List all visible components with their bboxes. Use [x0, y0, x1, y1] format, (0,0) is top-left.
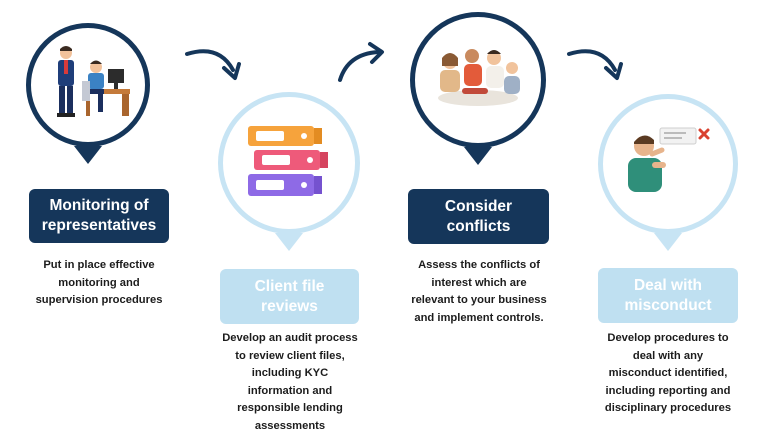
step-4-pin	[598, 94, 738, 260]
step-1-desc-line: monitoring and	[19, 275, 179, 293]
team-discussion-icon	[432, 46, 524, 114]
step-4-desc-line: disciplinary procedures	[584, 400, 752, 418]
step-2-desc-line: including KYC	[206, 365, 374, 383]
step-2-desc-line: Develop an audit process	[206, 330, 374, 348]
folders-icon	[244, 122, 336, 202]
step-3-desc-line: interest which are	[393, 275, 565, 293]
step-1-pin	[26, 23, 150, 173]
step-2-desc-line: to review client files,	[206, 348, 374, 366]
step-1-desc-line: supervision procedures	[19, 292, 179, 310]
office-people-icon	[44, 41, 134, 123]
step-4-desc-line: deal with any	[584, 348, 752, 366]
step-2-title-line1: Client file	[255, 277, 325, 297]
step-4-desc-line: misconduct identified,	[584, 365, 752, 383]
step-4-description: Develop procedures to deal with any misc…	[584, 330, 752, 418]
step-1-description: Put in place effective monitoring and su…	[19, 257, 179, 310]
step-1-desc-line: Put in place effective	[19, 257, 179, 275]
step-3-desc-line: and implement controls.	[393, 310, 565, 328]
step-4-title-line1: Deal with	[625, 276, 712, 296]
step-2-desc-line: information and	[206, 383, 374, 401]
step-4-desc-line: Develop procedures to	[584, 330, 752, 348]
step-3-title-line2: conflicts	[445, 217, 512, 237]
step-3-pin	[410, 12, 546, 176]
step-2-desc-line: responsible lending	[206, 400, 374, 418]
flow-arrow-icon	[334, 40, 392, 84]
step-4-desc-line: including reporting and	[584, 383, 752, 401]
step-1-title-line2: representatives	[42, 216, 157, 236]
step-3-description: Assess the conflicts of interest which a…	[393, 257, 565, 327]
flow-arrow-icon	[183, 44, 245, 84]
step-2-description: Develop an audit process to review clien…	[206, 330, 374, 435]
step-2-title-line2: reviews	[255, 297, 325, 317]
step-2-desc-line: assessments	[206, 418, 374, 435]
thinking-person-icon	[622, 124, 714, 200]
step-3-desc-line: Assess the conflicts of	[393, 257, 565, 275]
flow-arrow-icon	[565, 44, 627, 84]
step-1-title-line1: Monitoring of	[42, 196, 157, 216]
step-3-title-line1: Consider	[445, 197, 512, 217]
step-4-title-line2: misconduct	[625, 296, 712, 316]
step-2-pin	[218, 92, 360, 260]
step-3-desc-line: relevant to your business	[393, 292, 565, 310]
